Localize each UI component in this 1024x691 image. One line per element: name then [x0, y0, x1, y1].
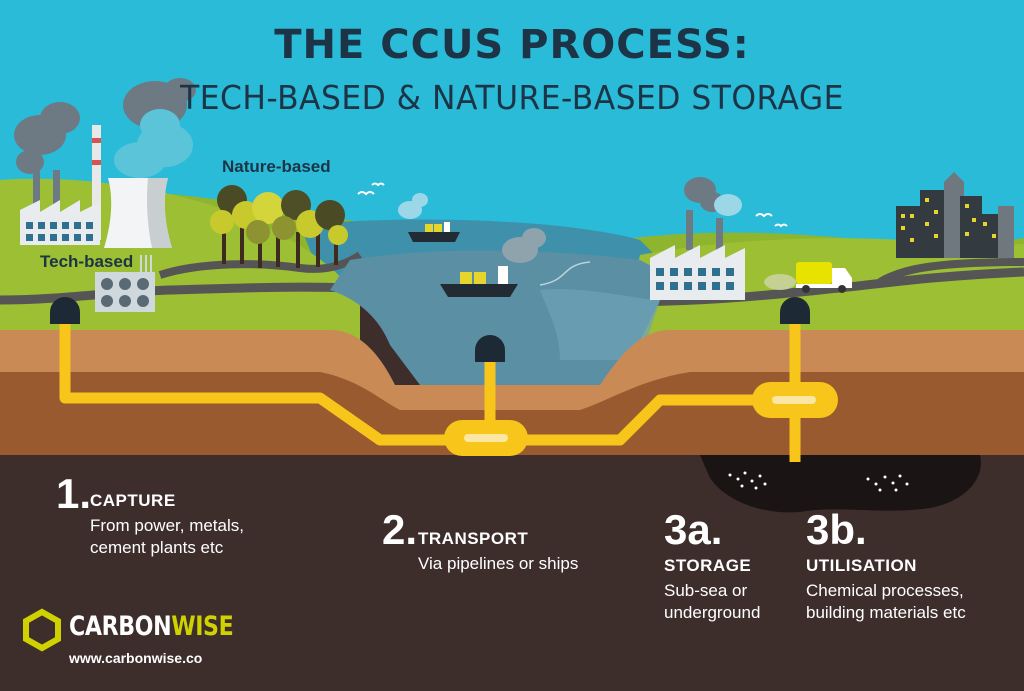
page-subtitle: TECH-BASED & NATURE-BASED STORAGE — [180, 78, 844, 117]
brand-name-part1: CARBON — [69, 611, 172, 642]
brand-name: CARBONWISE — [69, 611, 234, 642]
reservoir-dots — [728, 471, 909, 492]
cargo-ship-icon — [398, 193, 460, 242]
step-1-description-line1: From power, metals, — [90, 516, 244, 535]
pipeline-hub-right — [752, 382, 838, 418]
truck-icon — [764, 262, 852, 293]
brand-name-part2: WISE — [171, 611, 234, 642]
hexagon-logo-icon — [23, 608, 61, 652]
step-3b-description-line2: building materials etc — [806, 603, 966, 622]
direct-air-capture-icon — [95, 255, 155, 312]
step-1-heading: CAPTURE — [90, 491, 176, 510]
step-3a-description-line1: Sub-sea or — [664, 581, 748, 600]
pipe-inlets — [50, 297, 810, 362]
factory-icon — [650, 177, 745, 300]
step-3b-description-line1: Chemical processes, — [806, 581, 964, 600]
step-1-number: 1. — [56, 470, 92, 517]
pipeline-hub-left — [444, 420, 528, 456]
step-2-number: 2. — [382, 506, 418, 553]
cooling-tower-icon — [104, 109, 193, 248]
step-2-description-line1: Via pipelines or ships — [418, 554, 579, 573]
tree-icon — [210, 185, 348, 268]
step-3a-number: 3a. — [664, 506, 723, 553]
power-plant-icon — [14, 78, 196, 245]
road-left-curve — [158, 251, 363, 279]
city-skyline-icon — [896, 172, 1014, 258]
bird-icon — [357, 182, 788, 228]
tech-based-label: Tech-based — [40, 252, 134, 271]
page-title: THE CCUS PROCESS: — [274, 22, 750, 68]
step-3a-heading: STORAGE — [664, 556, 752, 575]
cargo-ship-icon-2 — [440, 228, 591, 297]
step-2-heading: TRANSPORT — [418, 529, 529, 548]
water-highlight — [540, 288, 660, 360]
step-3b-heading: UTILISATION — [806, 556, 917, 575]
road-right — [609, 267, 1024, 307]
nature-based-label: Nature-based — [222, 157, 331, 176]
road-right-curve — [877, 258, 1024, 286]
step-3a-description-line2: underground — [664, 603, 761, 622]
road-left — [0, 282, 401, 305]
storage-reservoir — [700, 455, 981, 513]
step-3b-number: 3b. — [806, 506, 867, 553]
brand-url[interactable]: www.carbonwise.co — [69, 650, 203, 666]
step-1-description-line2: cement plants etc — [90, 538, 224, 557]
